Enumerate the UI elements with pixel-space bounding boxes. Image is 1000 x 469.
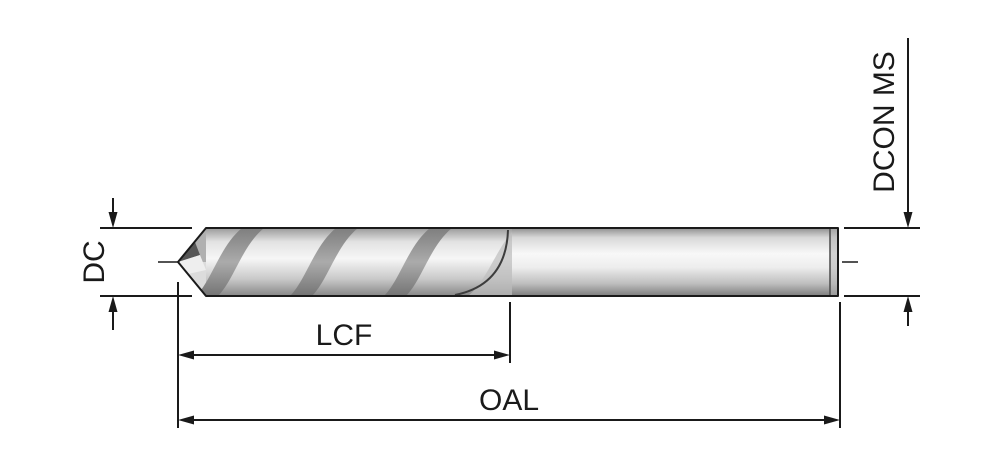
lcf-label: LCF <box>316 319 373 352</box>
lcf-dimension: LCF <box>177 282 511 428</box>
lcf-arrow-left <box>178 350 194 360</box>
oal-dimension: OAL <box>178 302 841 428</box>
flute-groove <box>196 228 264 296</box>
flute-runout-curve <box>454 229 509 296</box>
drill-shank <box>510 228 838 296</box>
drill-outline <box>177 227 839 297</box>
flute-runout-shade <box>468 232 512 296</box>
oal-arrow-right <box>824 415 840 425</box>
dcon-ms-label: DCON MS <box>868 51 901 193</box>
drill-bit <box>177 227 839 297</box>
dcon-arrow-up <box>903 296 913 312</box>
shank-end-chamfer <box>830 228 838 296</box>
dc-dimension: DC <box>78 198 192 330</box>
flute-groove <box>384 228 452 296</box>
dcon-arrow-down <box>903 212 913 228</box>
dc-label: DC <box>78 240 111 283</box>
dcon-dimension: DCON MS <box>844 38 920 326</box>
oal-label: OAL <box>479 384 539 417</box>
flute-groove <box>290 228 358 296</box>
lcf-arrow-right <box>494 350 510 360</box>
flute-grooves <box>196 228 512 296</box>
dc-arrow-up <box>108 296 118 312</box>
oal-arrow-left <box>178 415 194 425</box>
drill-point <box>178 228 206 296</box>
dc-arrow-down <box>108 212 118 228</box>
